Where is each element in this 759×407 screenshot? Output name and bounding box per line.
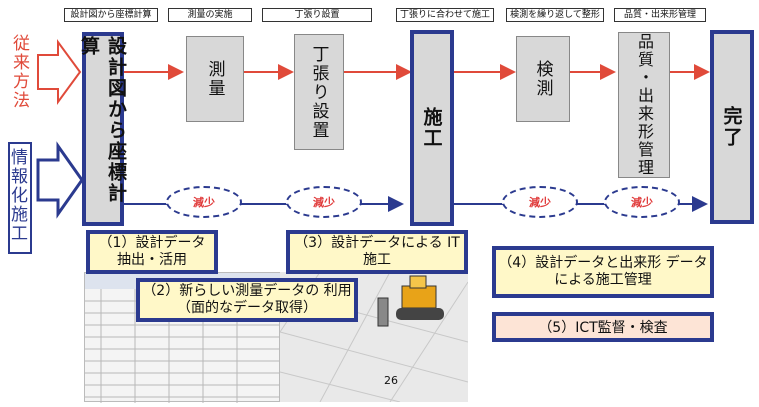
survey-box: 測量 <box>186 36 244 122</box>
step-label-inspect: 検測を繰り返して整形 <box>506 8 604 22</box>
construction-box: 施工 <box>410 30 454 226</box>
quality-management-box: 品質・出来形管理 <box>618 32 670 178</box>
step-label-batter: 丁張り設置 <box>262 8 372 22</box>
step-label-calc: 設計図から座標計算 <box>64 8 158 22</box>
reduction-badge-survey: 減少 <box>166 186 242 218</box>
page-number: 26 <box>384 374 398 387</box>
step-label-survey: 測量の実施 <box>168 8 252 22</box>
site-grid-lines <box>279 271 469 403</box>
callout-survey-data: （2）新らしい測量データの 利用（面的なデータ取得） <box>136 278 358 322</box>
ict-construction-label: 情報化施工 <box>7 142 32 254</box>
step-label-quality: 品質・出来形管理 <box>614 8 706 22</box>
callout-construction-management: （4）設計データと出来形 データによる施工管理 <box>492 246 714 298</box>
bulldozer-icon <box>377 275 444 327</box>
callout-design-data: （1）設計データ 抽出・活用 <box>86 230 218 274</box>
batter-board-box: 丁張り設置 <box>294 34 344 150</box>
reduction-badge-quality: 減少 <box>604 186 680 218</box>
reduction-badge-inspect: 減少 <box>502 186 578 218</box>
callout-it-construction: （3）設計データによる IT施工 <box>286 230 468 274</box>
callout-ict-inspection: （5）ICT監督・検査 <box>492 312 714 342</box>
inspection-box: 検測 <box>516 36 570 122</box>
completion-box: 完了 <box>710 30 754 224</box>
step-label-construct: 丁張りに合わせて施工 <box>396 8 494 22</box>
coordinate-calc-box: 設計図から座標計算 <box>78 32 127 226</box>
reduction-badge-batter: 減少 <box>286 186 362 218</box>
traditional-method-label: 従来方法 <box>9 34 29 110</box>
